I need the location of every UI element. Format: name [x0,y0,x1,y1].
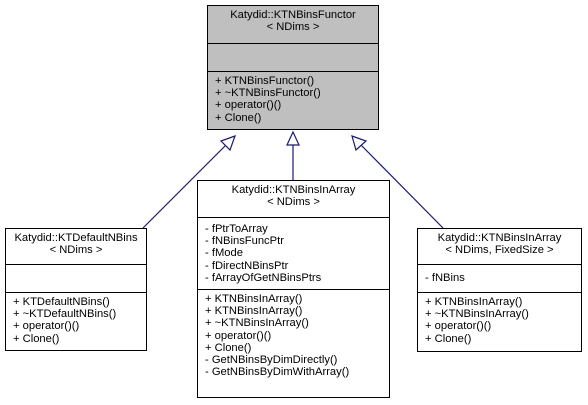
class-title: Katydid::KTNBinsFunctor < NDims > [208,6,378,43]
class-name: Katydid::KTDefaultNBins [14,232,138,244]
class-title: Katydid::KTDefaultNBins < NDims > [6,229,146,264]
methods-section: + KTDefaultNBins() + ~KTDefaultNBins() +… [6,292,146,350]
class-title: Katydid::KTNBinsInArray < NDims, FixedSi… [418,229,581,264]
method: + operator()() [215,99,282,112]
methods-section: + KTNBinsFunctor() + ~KTNBinsFunctor() +… [208,71,378,129]
methods-section: + KTNBinsInArray() + KTNBinsInArray() + … [198,289,389,397]
attributes-section [208,43,378,71]
class-title: Katydid::KTNBinsInArray < NDims > [198,181,389,217]
attributes-section [6,264,146,292]
attribute: - fArrayOfGetNBinsPtrs [205,271,322,284]
method: + KTNBinsInArray() [205,305,303,318]
class-ktnbinsinarray-fixedsize: Katydid::KTNBinsInArray < NDims, FixedSi… [417,228,582,352]
edge-ktdefaultnbins-to-base [142,135,236,229]
method: + operator()() [425,320,492,333]
template-params: < NDims > [266,21,320,34]
attributes-section: - fPtrToArray - fNBinsFuncPtr - fMode - … [198,217,389,289]
method: + KTNBinsFunctor() [215,75,315,87]
attribute: - fNBinsFuncPtr [205,235,284,248]
class-name: Katydid::KTNBinsInArray [231,184,356,196]
method: + KTDefaultNBins() [13,296,110,308]
class-ktnbinsinarray: Katydid::KTNBinsInArray < NDims > - fPtr… [197,180,390,398]
template-params: < NDims, FixedSize > [445,244,554,257]
template-params: < NDims > [267,196,320,209]
method: + ~KTNBinsInArray() [425,308,529,321]
class-ktdefaultnbins: Katydid::KTDefaultNBins < NDims > + KTDe… [5,228,147,351]
attribute: - fNBins [425,272,465,284]
attribute: - fPtrToArray [205,223,268,235]
method: + Clone() [205,341,252,354]
method: + Clone() [425,332,472,345]
edge-ktnbinsinarray-to-base [286,130,300,180]
method: + ~KTNBinsFunctor() [215,87,321,100]
method: + KTNBinsInArray() [425,296,523,308]
method: + ~KTNBinsInArray() [205,317,309,330]
method: + Clone() [215,111,262,124]
attributes-section: - fNBins [418,264,581,292]
method: - GetNBinsByDimDirectly() [205,354,338,367]
method: + ~KTDefaultNBins() [13,308,117,321]
method: - GetNBinsByDimWithArray() [205,366,350,379]
method: + Clone() [13,332,60,345]
methods-section: + KTNBinsInArray() + ~KTNBinsInArray() +… [418,292,581,351]
attribute: - fMode [205,247,243,260]
method: + KTNBinsInArray() [205,293,303,305]
class-ktnbinsfunctor: Katydid::KTNBinsFunctor < NDims > + KTNB… [207,5,379,130]
edge-ktnbinsinarray-fixed-to-base [351,135,444,229]
class-name: Katydid::KTNBinsInArray [437,232,562,244]
attribute: - fDirectNBinsPtr [205,259,289,272]
template-params: < NDims > [49,244,103,257]
method: + operator()() [13,320,80,333]
class-name: Katydid::KTNBinsFunctor [230,9,356,21]
method: + operator()() [205,329,272,342]
